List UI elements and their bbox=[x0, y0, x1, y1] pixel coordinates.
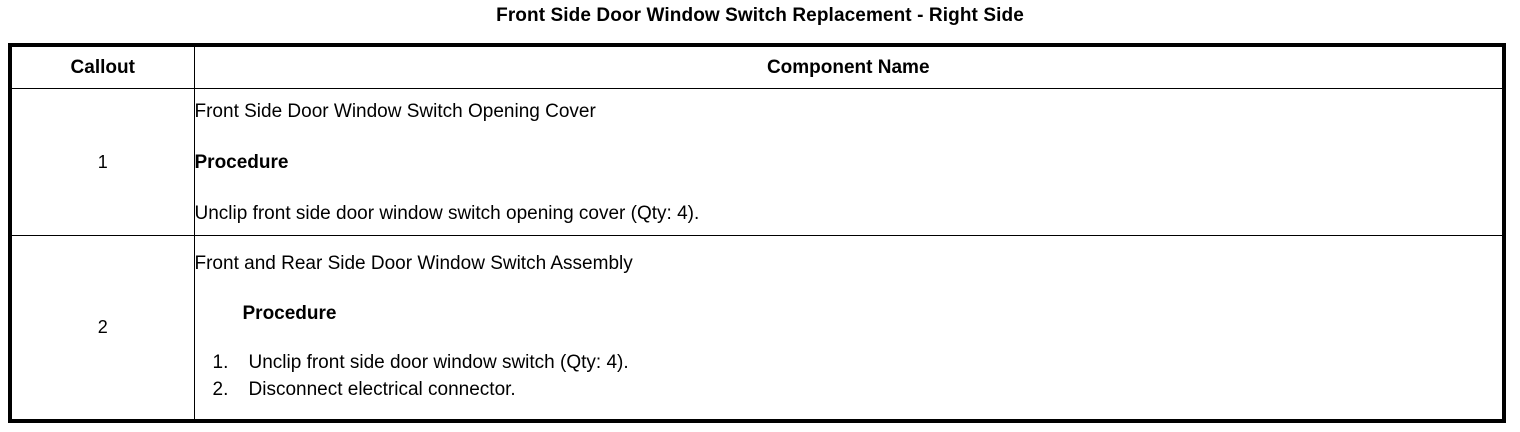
table-body: 1 Front Side Door Window Switch Opening … bbox=[9, 88, 1505, 422]
page-title: Front Side Door Window Switch Replacemen… bbox=[496, 5, 1024, 26]
procedure-table: Callout Component Name 1 Front Side Door… bbox=[8, 43, 1506, 423]
list-item-number: 2. bbox=[212, 379, 229, 400]
component-title: Front and Rear Side Door Window Switch A… bbox=[194, 253, 633, 274]
callout-number: 2 bbox=[9, 235, 195, 422]
table-header-row: Callout Component Name bbox=[9, 44, 1505, 89]
procedure-step-list: 1. Unclip front side door window switch … bbox=[195, 349, 1503, 403]
column-header-callout: Callout bbox=[9, 44, 195, 89]
procedure-step-text: Unclip front side door window switch ope… bbox=[194, 202, 700, 224]
component-title: Front Side Door Window Switch Opening Co… bbox=[194, 100, 596, 122]
table-header: Callout Component Name bbox=[9, 44, 1505, 89]
table-row: 2 Front and Rear Side Door Window Switch… bbox=[9, 235, 1505, 422]
table-row: 1 Front Side Door Window Switch Opening … bbox=[9, 88, 1505, 236]
component-cell: Front and Rear Side Door Window Switch A… bbox=[193, 235, 1505, 422]
procedure-table-container: Callout Component Name 1 Front Side Door… bbox=[8, 43, 1506, 423]
procedure-label: Procedure bbox=[194, 151, 289, 173]
list-item-number: 1. bbox=[212, 352, 229, 373]
callout-number: 1 bbox=[9, 88, 195, 236]
list-item-text: Disconnect electrical connector. bbox=[248, 379, 516, 400]
list-item: 2. Disconnect electrical connector. bbox=[195, 376, 1503, 403]
list-item-text: Unclip front side door window switch (Qt… bbox=[248, 352, 629, 373]
list-item: 1. Unclip front side door window switch … bbox=[195, 349, 1503, 376]
column-header-component-name: Component Name bbox=[193, 44, 1505, 89]
component-cell: Front Side Door Window Switch Opening Co… bbox=[193, 88, 1505, 236]
procedure-label: Procedure bbox=[242, 303, 337, 324]
